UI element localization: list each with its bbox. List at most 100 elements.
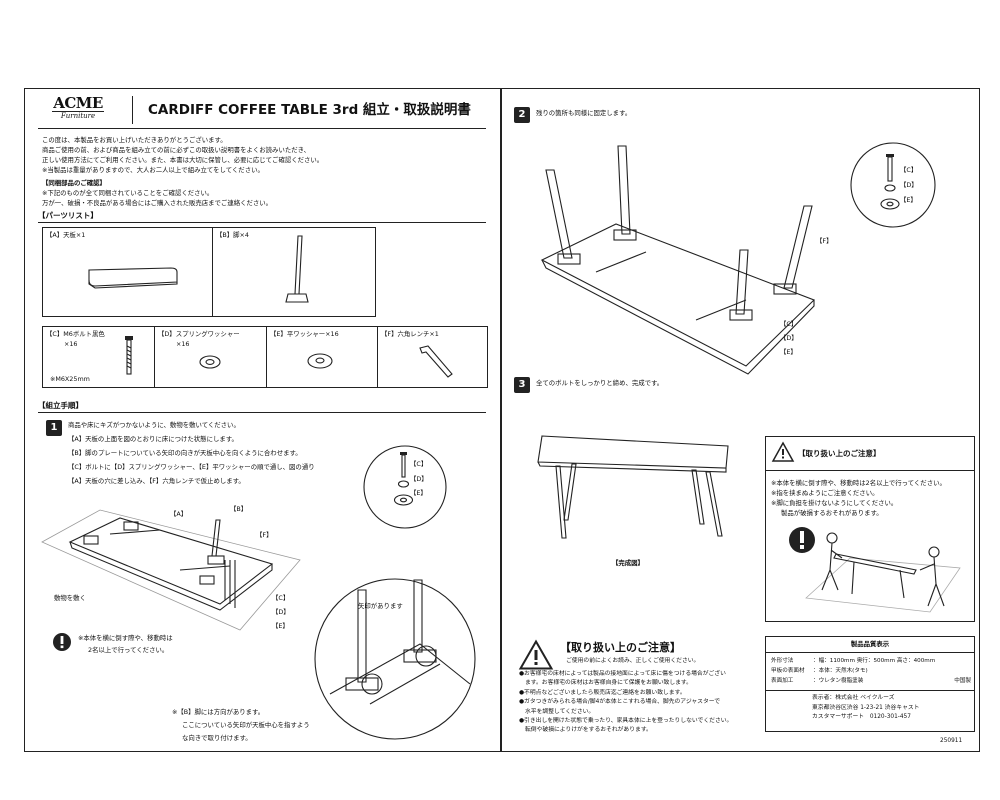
completed-table-drawing <box>537 435 729 539</box>
step-1-label-f: 【F】 <box>256 531 273 539</box>
quality-rule-2 <box>765 690 975 691</box>
parts-rule <box>38 222 486 223</box>
confirm-text: 【同梱部品のご確認】 ※下記のものが全て同梱されていることをご確認ください。 万… <box>42 178 492 208</box>
parts-box-bottom-divider-1 <box>154 326 156 388</box>
parts-box-top <box>42 227 376 317</box>
caution-main-line: ●お客様宅の床材によっては製品の接地面によって床に傷をつける場合がござい <box>519 671 726 677</box>
quality-row-label: 甲板の表面材 <box>771 668 805 674</box>
part-e-flat-washer-drawing <box>307 353 333 369</box>
caution-main-line: ●ガタつきがみられる場合/脚4が本体とこすれる場合、脚先のアジャスターで <box>519 699 721 706</box>
step-1-line: 【B】脚のプレートについている矢印の向きが天板中心を向くように合わせます。 <box>68 449 302 457</box>
caution-small-line: ※指を挟まぬようにご注意ください。 <box>771 489 879 497</box>
caution-main-line: 転倒や破損によりけがをするおそれがあります。 <box>525 727 652 734</box>
step-2-detail-label-d: 【D】 <box>900 181 918 189</box>
step-2-badge: 2 <box>514 107 530 123</box>
company-line: 表示者：株式会社 ベイクルーズ <box>812 695 895 701</box>
quality-title: 製品品質表示 <box>850 640 890 648</box>
caution-small-text: ※本体を横に倒す際や、移動時は2名以上で行ってください。 ※指を挟まぬようにご注… <box>771 478 971 518</box>
step-1-badge: 1 <box>46 420 62 436</box>
part-c-label: 【C】M6ボルト黒色 <box>46 330 105 338</box>
part-d-label: 【D】スプリングワッシャー <box>158 330 240 338</box>
rug-label: 敷物を敷く <box>54 594 86 602</box>
part-b-label: 【B】脚×4 <box>216 231 249 239</box>
step-1-zoom-circle <box>314 578 476 740</box>
caution-small-line: ※本体を横に倒す際や、移動時は2名以上で行ってください。 <box>771 479 946 487</box>
part-f-hex-wrench-drawing <box>419 345 453 378</box>
confirm-line: ※下記のものが全て同梱されていることをご確認ください。 <box>42 189 214 197</box>
header-divider <box>132 96 134 124</box>
instruction-sheet <box>24 88 980 752</box>
acme-logo: ACME Furniture <box>52 96 104 122</box>
parts-title: 【パーツリスト】 <box>38 211 98 220</box>
leg-note-line: な向きで取り付けます。 <box>182 734 252 742</box>
arrow-label: 矢印があります <box>358 602 403 610</box>
part-f-label: 【F】六角レンチ×1 <box>381 330 439 338</box>
quality-row-value: ：ウレタン樹脂塗装 <box>813 678 864 684</box>
quality-row-value: ：幅：1100mm 奥行：500mm 高さ：400mm <box>813 658 936 664</box>
parts-box-bottom-divider-3 <box>377 326 379 388</box>
logo-sub: Furniture <box>52 111 104 120</box>
caution-small-line: 製品が破損するおそれがあります。 <box>781 509 883 517</box>
parts-box-top-divider <box>212 227 214 317</box>
part-c-note: ※M6X25mm <box>50 375 90 383</box>
part-b-leg-drawing <box>285 235 309 303</box>
two-people-carrying-drawing <box>805 532 961 613</box>
warning-1-text: ※本体を横に倒す際や、移動時は 2名以上で行ってください。 <box>78 632 173 656</box>
intro-line: ※当製品は重量がありますので、大人お二人以上で組み立てをしてください。 <box>42 166 264 174</box>
quality-row: 表面加工 ：ウレタン樹脂塗装 中国製 <box>771 676 971 686</box>
step-2-text: 残りの箇所も同様に固定します。 <box>536 109 632 117</box>
step-1-detail-circle <box>363 445 447 529</box>
step-1-detail-label-d: 【D】 <box>410 475 428 483</box>
step-2-assembly-drawing <box>540 145 816 375</box>
caution-main-line: ●不明点などございましたら販売店迄ご連絡をお願い致します。 <box>519 689 686 696</box>
step-1-line: 【C】ボルトに【D】スプリングワッシャー、【E】平ワッシャーの順で通し、図の通り <box>68 463 315 471</box>
part-a-tabletop-drawing <box>88 267 178 289</box>
step-1-label-c: 【C】 <box>272 594 290 602</box>
step-2-label-c: 【C】 <box>780 320 798 328</box>
step-3-badge: 3 <box>514 377 530 393</box>
leg-note-line: ここについている矢印が天板中心を指すよう <box>182 721 310 729</box>
logo-main: ACME <box>53 94 103 112</box>
company-line: 東京都渋谷区渋谷 1-23-21 渋谷キャスト <box>812 704 920 711</box>
assembly-rule <box>38 412 486 413</box>
column-divider <box>500 88 502 752</box>
part-d-spring-washer-drawing <box>199 355 221 369</box>
footer-code: 250911 <box>940 738 963 744</box>
step-2-label-d: 【D】 <box>780 334 798 342</box>
step-2-detail-label-c: 【C】 <box>900 166 918 174</box>
caution-main-bullets: ●お客様宅の床材によっては製品の接地面によって床に傷をつける場合がござい ます。… <box>519 670 759 736</box>
step-1-line: 【A】天板の上面を図のとおりに床につけた状態にします。 <box>68 435 238 443</box>
step-1-label-e: 【E】 <box>272 622 289 630</box>
page-title: CARDIFF COFFEE TABLE 3rd 組立・取扱説明書 <box>148 102 471 118</box>
caution-small-title: 【取り扱い上のご注意】 <box>798 449 881 458</box>
step-2-label-f: 【F】 <box>816 237 833 245</box>
quality-origin: 中国製 <box>954 678 971 684</box>
step-1-line: 商品や床にキズがつかないように、敷物を敷いてください。 <box>68 421 240 429</box>
leg-note-line: ※【B】脚には方向があります。 <box>172 708 265 716</box>
caution-main-title: 【取り扱い上のご注意】 <box>560 641 681 654</box>
complete-label: 【完成図】 <box>612 559 644 567</box>
quality-row-label: 外形寸法 <box>771 658 794 664</box>
quality-row: 甲板の表面材 ：本体：天然木(タモ) <box>771 666 971 676</box>
step-2-label-e: 【E】 <box>780 348 797 356</box>
part-d-qty: ×16 <box>176 340 190 348</box>
confirm-title: 【同梱部品のご確認】 <box>42 179 106 187</box>
part-a-label: 【A】天板×1 <box>46 231 86 239</box>
company-info: 表示者：株式会社 ベイクルーズ 東京都渋谷区渋谷 1-23-21 渋谷キャスト … <box>812 694 919 723</box>
warning-triangle-icon <box>771 441 795 462</box>
prohibition-icon-small <box>789 527 815 553</box>
step-3-text: 全てのボルトをしっかりと締め、完成です。 <box>536 379 664 387</box>
caution-box-small-rule <box>765 470 975 471</box>
step-1-label-a: 【A】 <box>170 510 188 518</box>
step-1-assembly-drawing <box>41 509 301 631</box>
step-1-detail-label-c: 【C】 <box>410 460 428 468</box>
step-1-label-b: 【B】 <box>230 505 248 513</box>
quality-row-label: 表面加工 <box>771 678 794 684</box>
step-1-label-d: 【D】 <box>272 608 290 616</box>
quality-row-value: ：本体：天然木(タモ) <box>813 668 868 674</box>
step-2-detail-label-e: 【E】 <box>900 196 917 204</box>
step-1-text: 商品や床にキズがつかないように、敷物を敷いてください。 【A】天板の上面を図のと… <box>68 418 388 488</box>
caution-main-subtitle: ご使用の前によくお読み、正しくご使用ください。 <box>566 658 700 664</box>
step-1-detail-label-e: 【E】 <box>410 489 427 497</box>
step-2-detail-circle <box>850 142 936 228</box>
